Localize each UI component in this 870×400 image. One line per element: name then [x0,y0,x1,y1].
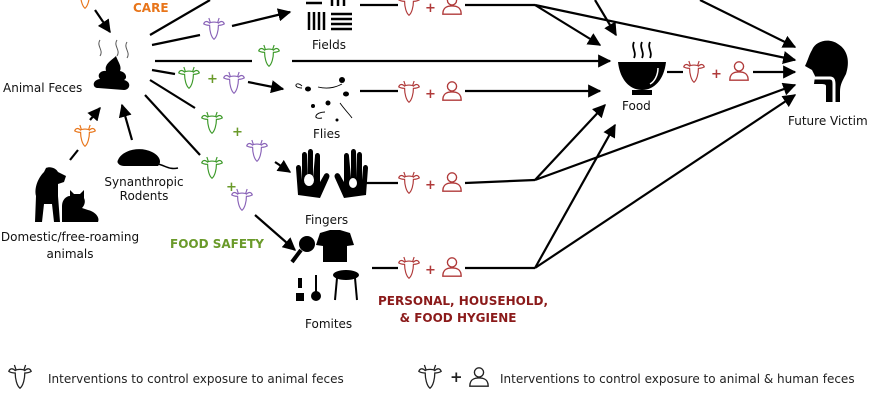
cow-icon [203,17,225,40]
fields-icon [306,0,352,31]
food-bowl-icon [618,41,666,95]
feces-icon [93,39,130,90]
animals-label-line2: animals [46,247,94,261]
svg-text:+: + [425,263,436,278]
hygiene-line2: & FOOD HYGIENE [399,311,517,325]
transmission-arrows [69,0,797,270]
legend-animal-human-text: Interventions to control exposure to ani… [500,372,855,386]
svg-text:+: + [711,67,722,82]
legend-cow-icon [8,364,32,389]
animal-feces-label: Animal Feces [3,81,83,95]
cow-icon [74,124,96,147]
food-safety-category: FOOD SAFETY [170,237,264,251]
hygiene-line1: PERSONAL, HOUSEHOLD, [378,294,549,308]
rat-icon [117,149,179,170]
rodents-label-line1: Synanthropic [104,175,184,189]
hands-icon [296,149,368,198]
svg-text:+: + [425,87,436,102]
care-category: CARE [133,1,169,15]
food-label: Food [622,99,651,113]
svg-text:+: + [425,1,436,16]
flies-label: Flies [313,127,341,141]
flies-icon [295,77,353,122]
legend-animal-text: Interventions to control exposure to ani… [48,372,344,386]
animals-label-line1: Domestic/free-roaming [0,230,140,244]
cow-icon [223,71,245,94]
hygiene-category: PERSONAL, HOUSEHOLD, & FOOD HYGIENE [378,293,548,327]
cow-icon [258,44,280,67]
dog-cat-icon [35,167,99,222]
legend-person-icon [469,367,489,387]
animals-label: Domestic/free-roaming animals [0,229,145,263]
legend-plus: + [450,368,463,386]
cow-icon [246,139,268,162]
svg-text:+: + [226,180,237,195]
cow-icon [201,111,223,134]
cow-icon [178,66,200,89]
cow-icon [201,156,223,179]
svg-text:+: + [207,72,218,87]
intervention-icons: + + + + + + + + [8,0,749,389]
fomites-icon [290,230,359,301]
future-victim-label: Future Victim [788,114,868,128]
rodents-label-line2: Rodents [119,189,169,203]
cow-icon [74,0,96,9]
fields-label: Fields [312,38,346,52]
svg-text:+: + [425,178,436,193]
head-icon [805,40,848,102]
legend-cow-icon [418,364,442,389]
svg-text:+: + [232,125,243,140]
fomites-label: Fomites [305,317,353,331]
fingers-label: Fingers [305,213,349,227]
